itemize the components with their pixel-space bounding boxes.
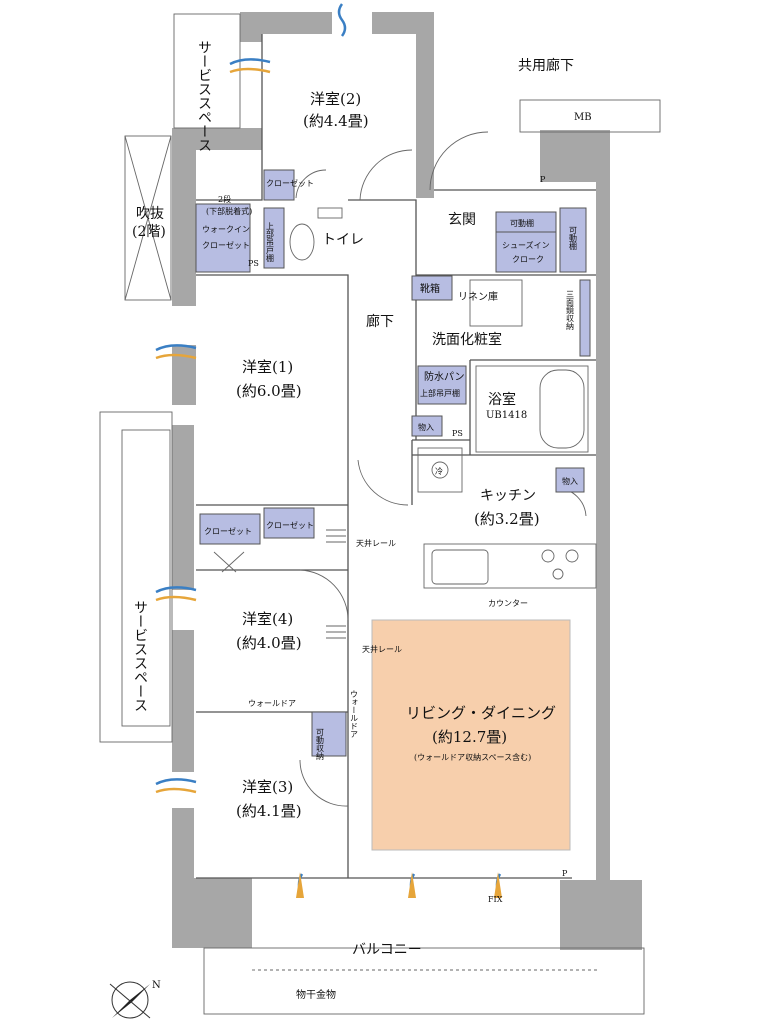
fix-label: FIX — [488, 895, 503, 904]
room-labels: 洋室(2) (約4.4畳) 洋室(1) (約6.0畳) 洋室(4) (約4.0畳… — [236, 90, 556, 820]
monoire2-label: 物入 — [562, 476, 578, 486]
ldk-note: (ウォールドア収納スペース含む) — [414, 752, 531, 762]
monoire1-label: 物入 — [418, 422, 434, 432]
closet-w4-right — [263, 507, 315, 539]
interior-lines — [99, 13, 661, 1015]
wall-door-h-label: ウォールドア — [248, 699, 296, 708]
closet-w4-left-label: クローゼット — [204, 526, 252, 536]
kitchen-size: (約3.2畳) — [474, 510, 540, 528]
waterproof-pan — [417, 365, 467, 405]
service-top-label: サービススペース — [196, 40, 212, 152]
wall-door-v-label: ウォールドア — [350, 690, 359, 738]
service-left-label: サービススペース — [132, 600, 148, 712]
ldk-size: (約12.7畳) — [432, 728, 507, 746]
walkin-line0: 2段 — [218, 194, 231, 204]
linen-label: リネン庫 — [458, 290, 498, 303]
movable-shelf-label: 可動棚 — [510, 218, 534, 228]
shoe-box-label: 靴箱 — [420, 282, 440, 295]
walkin-line1: (下部脱着式) — [206, 206, 252, 216]
shoes-in-line2: クローク — [512, 255, 544, 264]
movable-shelf-v-label: 可動棚 — [569, 226, 578, 251]
common-corridor-label: 共用廊下 — [518, 57, 574, 74]
western2-size: (約4.4畳) — [303, 112, 369, 130]
compass-icon — [109, 981, 151, 1019]
bath-unit: UB1418 — [486, 410, 527, 421]
p1-label: P — [540, 175, 546, 184]
laundry-label: 物干金物 — [296, 988, 336, 1001]
monoire-1 — [411, 415, 443, 437]
western2-name: 洋室(2) — [310, 90, 361, 108]
shoe-box — [411, 275, 453, 301]
counter-label: カウンター — [488, 599, 528, 608]
western4-size: (約4.0畳) — [236, 634, 302, 652]
western3-size: (約4.1畳) — [236, 802, 302, 820]
western3-name: 洋室(3) — [242, 778, 293, 796]
movable-storage-label: 可動収納 — [316, 728, 325, 761]
ceiling-rail1-label: 天井レール — [356, 538, 396, 548]
space-labels: 共用廊下 バルコニー 物干金物 MB 吹抜 (2階) サービススペース サービス… — [132, 40, 592, 1001]
western4-name: 洋室(4) — [242, 610, 293, 628]
balcony-label: バルコニー — [352, 942, 422, 958]
storage-blocks — [195, 169, 591, 757]
upper-shelf — [263, 207, 285, 269]
toilet-label: トイレ — [322, 232, 364, 248]
misc-marks: PS PS P P FIX 冷 N 天井レール 天井レール ウォールドア ウォー… — [152, 175, 568, 991]
upper-shelf-label: 上部吊戸棚 — [266, 222, 275, 263]
walkin-closet — [195, 203, 251, 273]
closet-top-label: クローゼット — [266, 178, 314, 188]
monoire-2 — [555, 467, 585, 493]
void-line1: 吹抜 — [136, 206, 164, 222]
kitchen-name: キッチン — [480, 488, 536, 504]
shoes-in-closet — [495, 231, 557, 273]
closet-w4-left — [199, 513, 261, 545]
mirror-storage — [579, 279, 591, 357]
washroom-label: 洗面化粧室 — [432, 331, 502, 348]
western1-size: (約6.0畳) — [236, 382, 302, 400]
waterproof-line2: 上部吊戸棚 — [420, 388, 460, 398]
p2-label: P — [562, 869, 568, 878]
hallway-label: 廊下 — [366, 313, 394, 330]
bath-label: 浴室 — [488, 391, 516, 408]
void-line2: (2階) — [132, 224, 166, 240]
waterproof-line1: 防水パン — [424, 370, 465, 383]
mb-label: MB — [574, 112, 592, 123]
cold-label: 冷 — [435, 466, 443, 476]
ps2-label: PS — [452, 429, 463, 438]
movable-storage — [311, 711, 347, 757]
mirror-label: 三面鏡収納 — [566, 290, 575, 331]
western1-name: 洋室(1) — [242, 358, 293, 376]
closet-top — [263, 169, 295, 201]
ldk-name: リビング・ダイニング — [406, 704, 556, 722]
ceiling-rail2-label: 天井レール — [362, 644, 402, 654]
movable-shelf-v — [559, 207, 587, 273]
wind-marks — [155, 3, 502, 898]
walkin-line3: クローゼット — [202, 240, 250, 250]
closet-w4-right-label: クローゼット — [266, 520, 314, 530]
ps1-label: PS — [248, 259, 259, 268]
walkin-line2: ウォークイン — [202, 225, 250, 234]
north-label: N — [152, 980, 161, 991]
shoes-in-line1: シューズイン — [502, 240, 550, 250]
storage-labels: クローゼット 2段 (下部脱着式) ウォークイン クローゼット 上部吊戸棚 可動… — [202, 178, 578, 761]
entrance-label: 玄関 — [448, 211, 476, 228]
ldk-area — [371, 619, 571, 851]
